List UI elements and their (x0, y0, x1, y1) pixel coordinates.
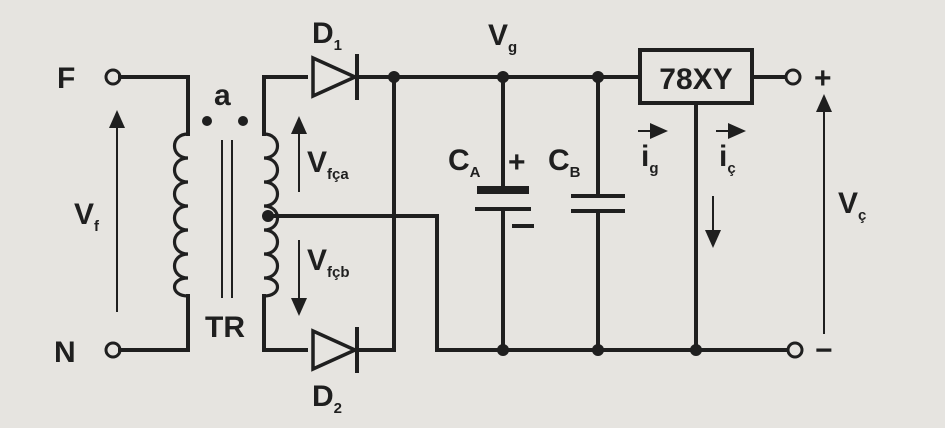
ca-label: CA (448, 144, 481, 181)
secondary-top-wire (262, 75, 308, 136)
primary-winding (172, 132, 189, 298)
dot-label: a (214, 79, 231, 112)
vfcb-label: Vfçb (307, 244, 350, 281)
regulator-ground-node (690, 344, 702, 356)
output-terminal-minus (786, 341, 804, 359)
vc-label: Vç (838, 187, 866, 224)
ig-label: ig (641, 140, 659, 177)
ca-plus-sign: + (508, 146, 526, 179)
cb-bottom-node (592, 344, 604, 356)
terminal-f-label: F (57, 62, 75, 95)
regulator-label: 78XY (659, 63, 732, 96)
ic-label: iç (719, 140, 736, 177)
center-tap-node (262, 210, 274, 222)
center-tap-wire (266, 214, 439, 352)
vfca-label: Vfça (307, 146, 349, 183)
polarity-dot-secondary (238, 116, 248, 126)
terminal-n-label: N (54, 336, 76, 369)
terminal-f (104, 68, 122, 86)
diode-d2 (311, 327, 360, 373)
polarity-dot-primary (202, 116, 212, 126)
secondary-bottom-wire (262, 294, 308, 352)
vg-label: Vg (488, 19, 517, 56)
d1-label: D1 (312, 17, 342, 54)
primary-bottom-wire (118, 294, 190, 352)
ca-bottom-node (497, 344, 509, 356)
output-minus-label: − (815, 334, 833, 367)
d2-output-wire (355, 75, 396, 352)
regulator-box (638, 48, 754, 105)
primary-top-wire (118, 75, 190, 136)
rectifier-node (388, 71, 400, 83)
cb-label: CB (548, 144, 581, 181)
ca-plate-positive (477, 186, 529, 194)
diode-d1 (311, 54, 360, 100)
d2-label: D2 (312, 380, 342, 417)
output-plus-label: + (814, 62, 832, 95)
transformer-label: TR (205, 311, 245, 344)
vf-label: Vf (74, 198, 100, 235)
terminal-n (104, 341, 122, 359)
output-terminal-plus (784, 68, 802, 86)
